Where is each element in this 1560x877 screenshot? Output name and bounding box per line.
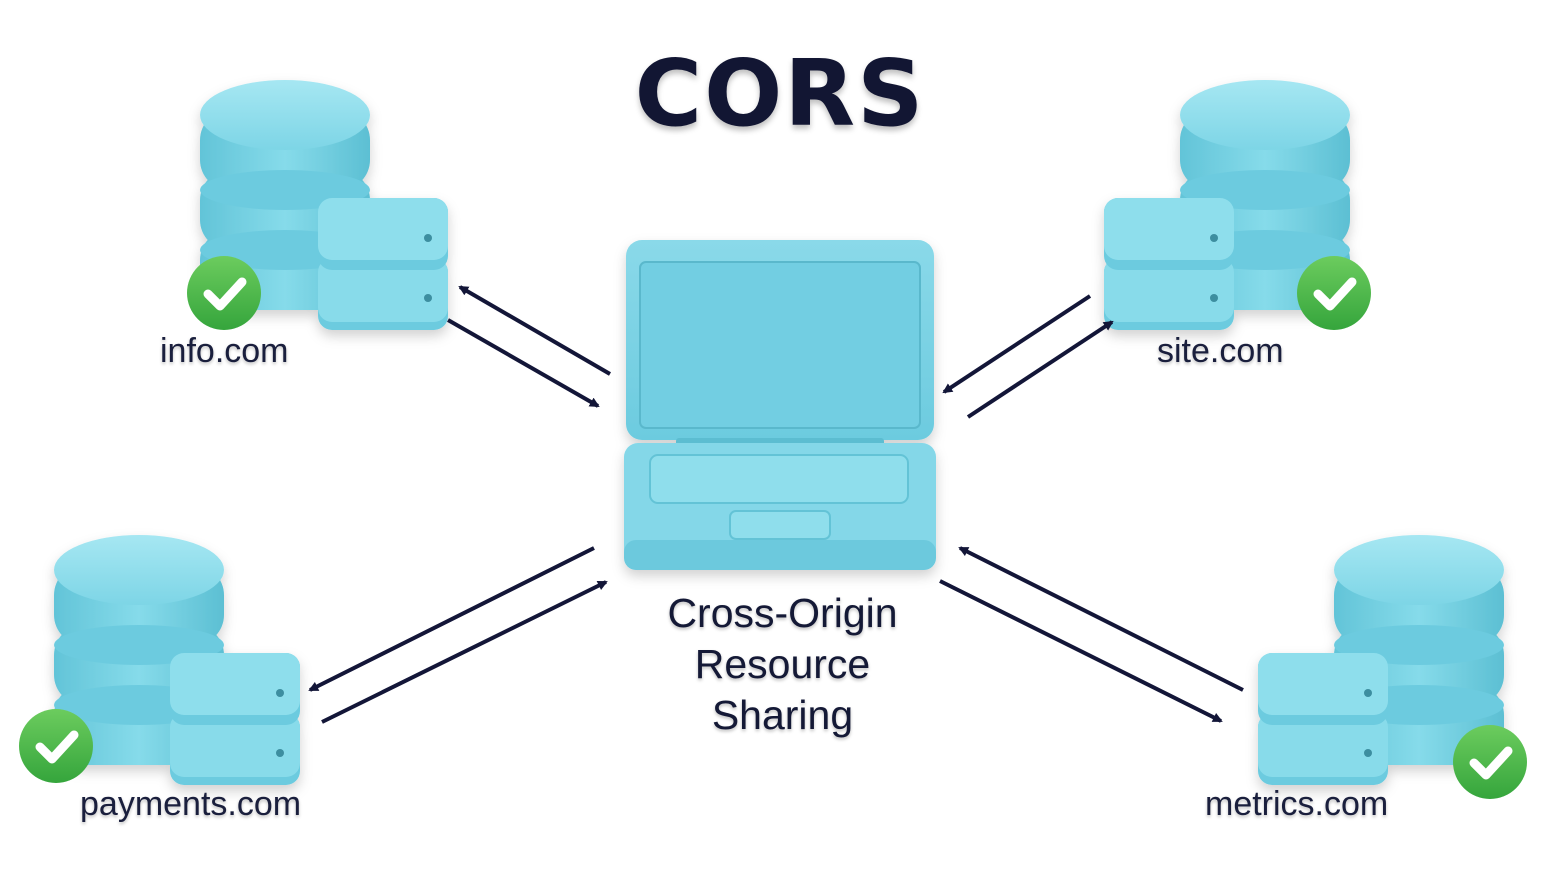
- page-title: CORS: [634, 40, 926, 147]
- check-icon: [1297, 256, 1371, 330]
- arrow-from-metrics: [958, 546, 1244, 692]
- cors-caption: Cross-Origin Resource Sharing: [630, 588, 935, 741]
- arrow-from-site: [942, 294, 1092, 394]
- arrow-from-info: [447, 318, 600, 408]
- check-icon: [19, 709, 93, 783]
- server-label-metrics: metrics.com: [1205, 785, 1389, 823]
- check-icon: [187, 256, 261, 330]
- server-label-site: site.com: [1157, 332, 1284, 370]
- arrow-to-site: [966, 320, 1114, 419]
- arrow-to-metrics: [939, 579, 1223, 723]
- check-icon: [1453, 725, 1527, 799]
- arrow-to-info: [458, 285, 612, 376]
- arrow-from-payments: [321, 580, 608, 724]
- caption-line: Resource: [694, 641, 871, 687]
- caption-line: Cross-Origin: [667, 590, 898, 636]
- caption-line: Sharing: [711, 692, 854, 738]
- arrow-to-payments: [308, 546, 595, 692]
- laptop-icon: [624, 240, 936, 570]
- server-label-info: info.com: [160, 332, 289, 370]
- server-label-payments: payments.com: [80, 785, 302, 823]
